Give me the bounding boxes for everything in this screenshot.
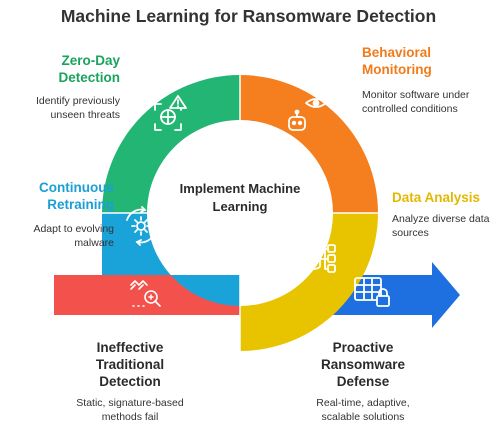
retraining-description: Adapt to evolving malware bbox=[33, 223, 114, 249]
behavioral-description: Monitor software under controlled condit… bbox=[362, 89, 470, 115]
ineffective-description: Static, signature-based methods fail bbox=[76, 397, 184, 423]
database-network-icon bbox=[305, 244, 336, 273]
ineffective-heading: Ineffective Traditional Detection bbox=[95, 340, 165, 389]
behavioral-heading: Behavioral Monitoring bbox=[362, 45, 432, 77]
gear-cycle-icon bbox=[126, 206, 156, 246]
robot-eye-icon bbox=[288, 98, 327, 131]
data-analysis-heading: Data Analysis bbox=[392, 190, 481, 205]
broken-magnifier-icon bbox=[130, 280, 161, 307]
segment-zero-day bbox=[102, 75, 240, 213]
secure-grid-icon bbox=[354, 277, 390, 307]
hub-label: Implement Machine Learning bbox=[179, 181, 301, 214]
segment-behavioral bbox=[240, 75, 378, 213]
proactive-description: Real-time, adaptive, scalable solutions bbox=[316, 397, 410, 423]
warning-scan-icon bbox=[154, 95, 187, 131]
zero-day-description: Identify previously unseen threats bbox=[35, 95, 120, 121]
proactive-heading: Proactive Ransomware Defense bbox=[320, 340, 406, 389]
zero-day-heading: Zero-Day Detection bbox=[58, 53, 120, 85]
retraining-heading: Continuous Retraining bbox=[39, 180, 114, 212]
page-title: Machine Learning for Ransomware Detectio… bbox=[60, 6, 437, 26]
segment-retraining bbox=[102, 213, 240, 306]
segment-data-analysis bbox=[240, 213, 378, 351]
data-analysis-description: Analyze diverse data sources bbox=[392, 213, 490, 239]
